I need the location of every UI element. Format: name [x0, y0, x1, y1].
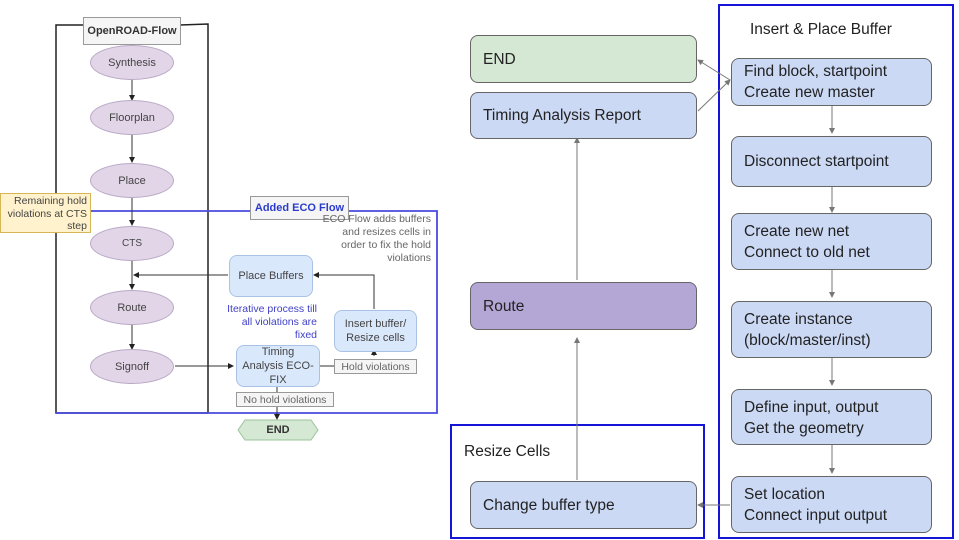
no-hold-violations-label: No hold violations	[236, 392, 334, 407]
arrow-report-find	[697, 79, 731, 112]
insert-place-buffer-title: Insert & Place Buffer	[750, 21, 892, 38]
arrow-insert-placebuffers	[313, 272, 375, 309]
iterative-note: Iterative process till all violations ar…	[227, 303, 317, 341]
step-define-io: Define input, output Get the geometry	[731, 389, 932, 445]
timing-report-box: Timing Analysis Report	[470, 92, 697, 139]
timing-analysis-box: Timing Analysis ECO-FIX	[236, 345, 320, 387]
end-box: END	[470, 35, 697, 83]
step-set-location-line1: Set location	[744, 486, 825, 503]
step-create-net-line2: Connect to old net	[744, 244, 870, 261]
insert-group-border	[718, 4, 954, 539]
step-disconnect-startpoint: Disconnect startpoint	[731, 136, 932, 187]
flow-step-floorplan: Floorplan	[90, 100, 174, 135]
step-define-io-line2: Get the geometry	[744, 420, 864, 437]
change-buffer-type-box: Change buffer type	[470, 481, 697, 529]
hold-violations-label: Hold violations	[334, 359, 417, 374]
flow-step-place: Place	[90, 163, 174, 198]
step-disconnect-line1: Disconnect startpoint	[744, 153, 889, 170]
step-create-net-line1: Create new net	[744, 223, 850, 240]
arrow-find-end	[697, 59, 731, 81]
flow-step-synthesis: Synthesis	[90, 45, 174, 80]
cts-violation-note: Remaining hold violations at CTS step	[0, 193, 91, 233]
eco-flow-title: Added ECO Flow	[250, 196, 349, 220]
place-buffers-box: Place Buffers	[229, 255, 313, 297]
insert-buffer-box: Insert buffer/ Resize cells	[334, 310, 417, 352]
step-find-block: Find block, startpoint Create new master	[731, 58, 932, 106]
step-set-location: Set location Connect input output	[731, 476, 932, 533]
eco-frame	[56, 210, 438, 414]
step-create-instance-line1: Create instance	[744, 311, 853, 328]
route-box: Route	[470, 282, 697, 330]
eco-description: ECO Flow adds buffers and resizes cells …	[322, 213, 431, 264]
resize-cells-title: Resize Cells	[464, 443, 551, 460]
openroad-flow-title: OpenROAD-Flow	[83, 17, 181, 45]
step-find-block-line2: Create new master	[744, 84, 875, 101]
step-create-instance-line2: (block/master/inst)	[744, 332, 871, 349]
end-terminal-left	[237, 419, 319, 441]
flow-step-route: Route	[90, 290, 174, 325]
end-label-left: END	[266, 424, 290, 436]
step-find-block-line1: Find block, startpoint	[744, 63, 888, 80]
step-create-net: Create new net Connect to old net	[731, 213, 932, 270]
step-create-instance: Create instance (block/master/inst)	[731, 301, 932, 358]
step-set-location-line2: Connect input output	[744, 507, 888, 524]
step-define-io-line1: Define input, output	[744, 399, 879, 416]
flow-step-cts: CTS	[90, 226, 174, 261]
flow-step-signoff: Signoff	[90, 349, 174, 384]
